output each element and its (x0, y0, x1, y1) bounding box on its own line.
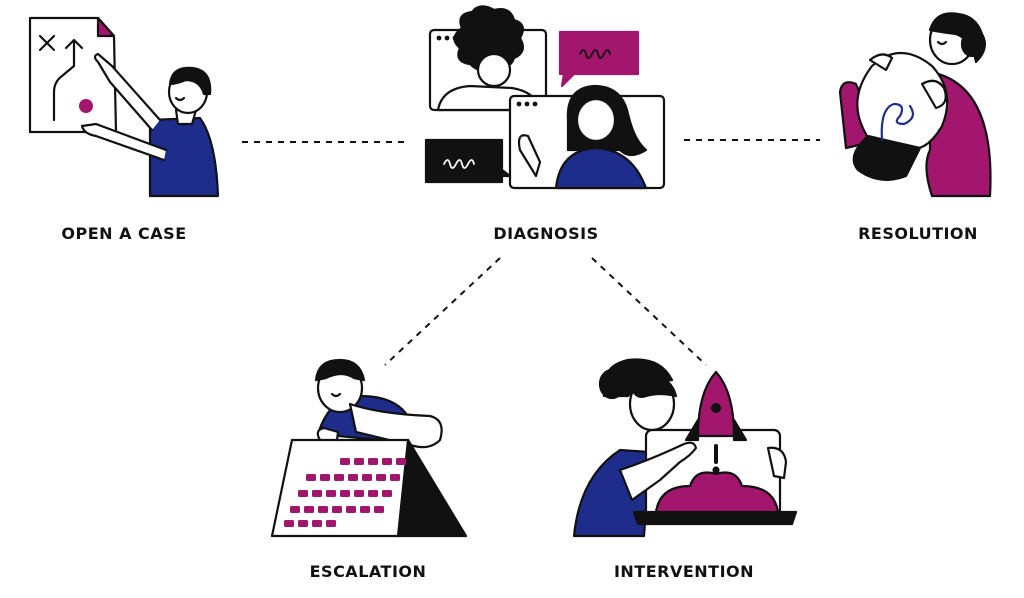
step-label-escalation: ESCALATION (309, 562, 427, 581)
person-holding-document-icon (28, 16, 220, 198)
person-with-rocket-screen-icon (572, 358, 798, 538)
step-label-intervention: INTERVENTION (613, 562, 755, 581)
person-hugging-lightbulb-icon (838, 12, 992, 198)
calendar-days (284, 458, 406, 527)
connector-diagnosis-escalation (384, 257, 501, 366)
step-label-diagnosis: DIAGNOSIS (493, 224, 599, 243)
step-label-resolution: RESOLUTION (858, 224, 978, 243)
video-call-chat-icon (424, 5, 666, 190)
connectors (242, 139, 820, 366)
step-label-open-a-case: OPEN A CASE (61, 224, 187, 243)
connector-diagnosis-intervention (591, 257, 707, 366)
